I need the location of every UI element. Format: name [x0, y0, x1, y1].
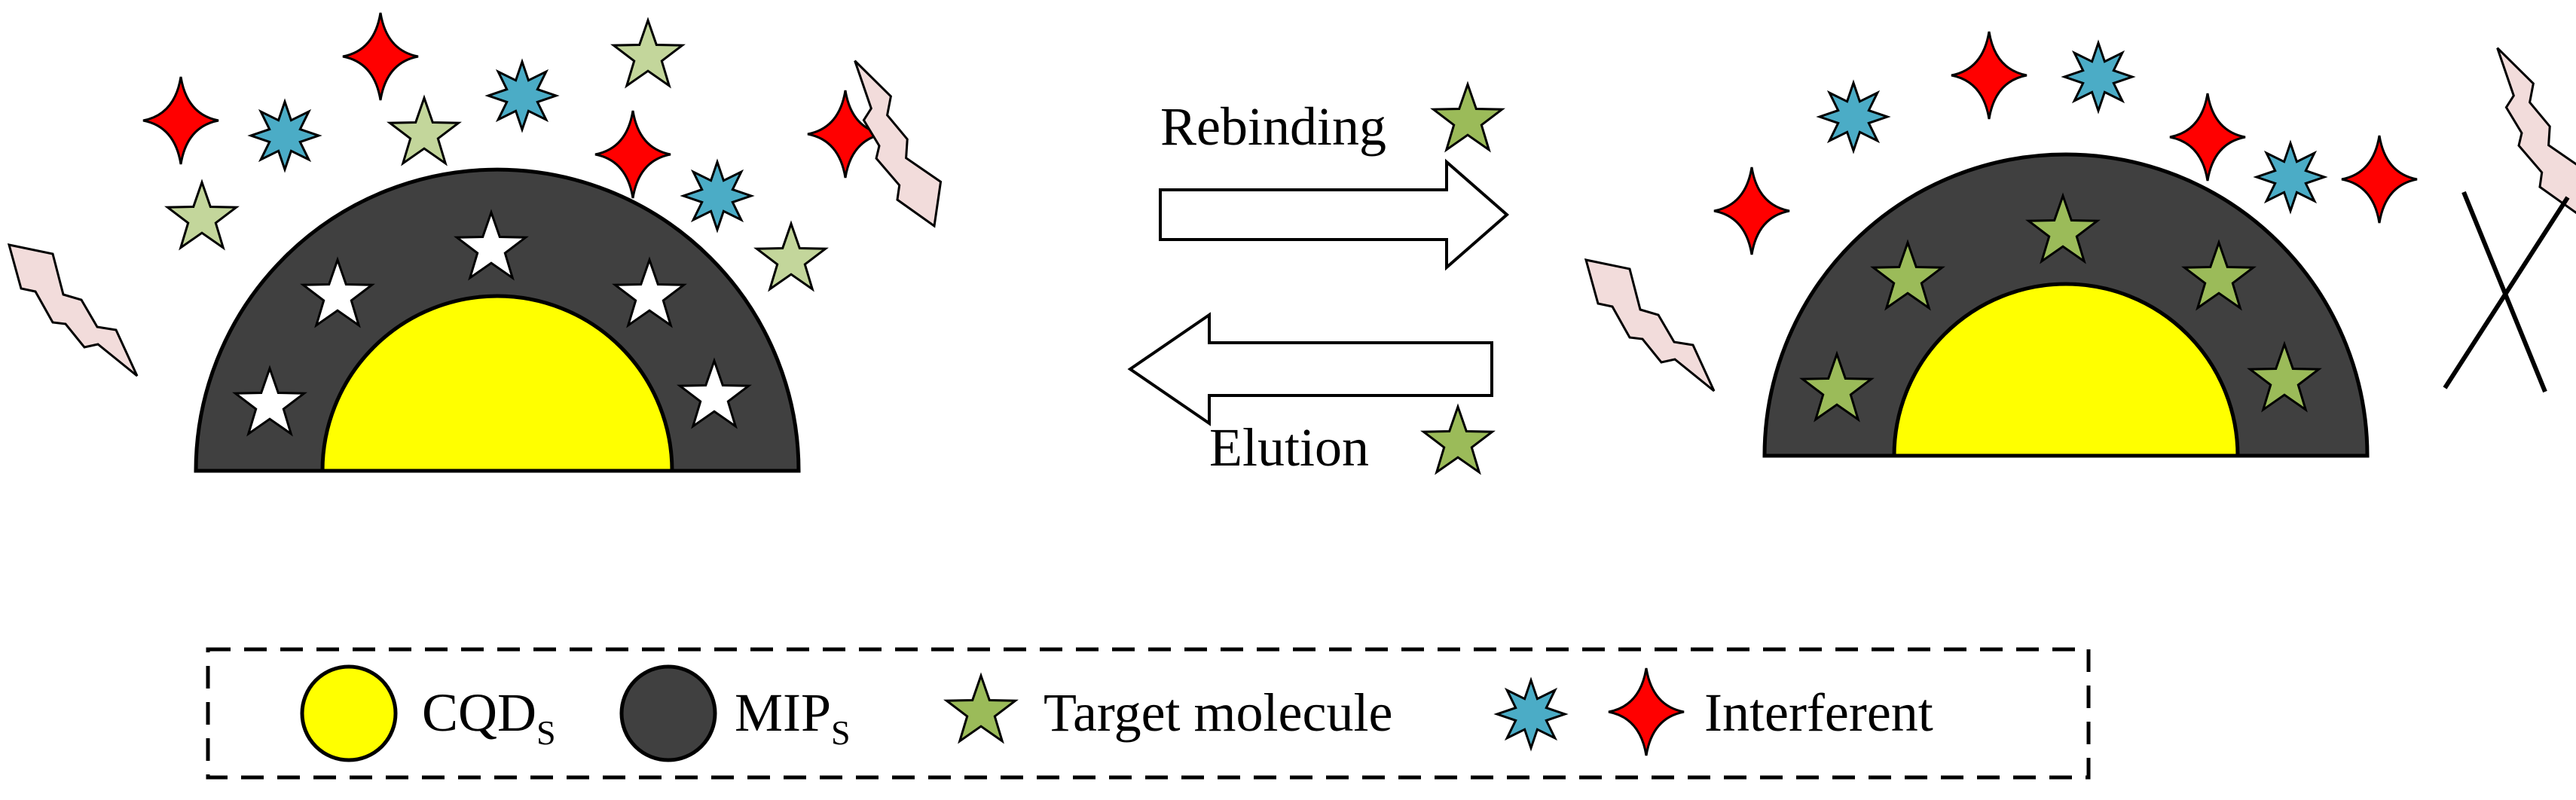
interferent-blue-icon — [2063, 41, 2134, 112]
interferent-legend-label: Interferent — [1704, 682, 1933, 743]
interferent-blue-icon — [1818, 81, 1889, 152]
lightning-icon — [2452, 47, 2576, 215]
cqds-legend-subscript: S — [536, 713, 556, 752]
svg-text:CQDS: CQDS — [422, 682, 556, 752]
interferent-blue-icon — [682, 160, 753, 231]
rebinding-arrow — [1159, 158, 1510, 271]
mips-legend-label: MIP — [735, 682, 831, 743]
cqd-legend-icon — [300, 664, 398, 762]
target-legend-label: Target molecule — [1044, 682, 1392, 743]
interferent-blue-icon — [2255, 142, 2326, 212]
process-arrows: Rebinding Elution — [1127, 83, 1510, 478]
interferent-red-icon — [2168, 92, 2247, 182]
rebinding-label: Rebinding — [1160, 96, 1386, 157]
interferent-blue-icon — [487, 60, 558, 131]
target-molecule-pale-icon — [612, 19, 684, 87]
interferent-red-icon — [341, 11, 420, 102]
cqds-legend-label: CQD — [422, 682, 536, 743]
interferent-red-icon — [1950, 30, 2028, 121]
legend: CQDS MIPS Target molecule Interferent — [206, 647, 2091, 780]
legend-box — [206, 647, 2091, 780]
interferent-blue-legend-icon — [1496, 679, 1566, 750]
elution-target-icon — [1422, 405, 1494, 474]
lightning-icon — [1584, 258, 1716, 392]
interferent-red-legend-icon — [1607, 667, 1685, 757]
elution-label: Elution — [1209, 417, 1369, 478]
rebinding-target-icon — [1432, 83, 1504, 151]
interferent-blue-icon — [249, 100, 320, 171]
svg-text:MIPS: MIPS — [735, 682, 851, 752]
interferent-red-icon — [2340, 134, 2419, 224]
interferent-red-icon — [594, 109, 672, 200]
right-mip-particle — [1762, 152, 2370, 458]
target-molecule-pale-icon — [166, 181, 238, 249]
lightning-icon — [8, 243, 139, 377]
mips-legend-subscript: S — [831, 713, 851, 752]
blocked-cross — [2443, 191, 2570, 393]
mip-legend-icon — [619, 664, 717, 762]
right-cqd-core — [1892, 282, 2240, 458]
target-molecule-pale-icon — [755, 222, 827, 291]
target-molecule-pale-icon — [388, 96, 460, 165]
left-cqd-core — [320, 294, 674, 473]
left-mip-particle — [194, 167, 801, 473]
interferent-red-icon — [142, 75, 220, 166]
interferent-red-icon — [1713, 166, 1791, 256]
elution-arrow — [1127, 312, 1493, 426]
target-legend-icon — [945, 674, 1017, 743]
